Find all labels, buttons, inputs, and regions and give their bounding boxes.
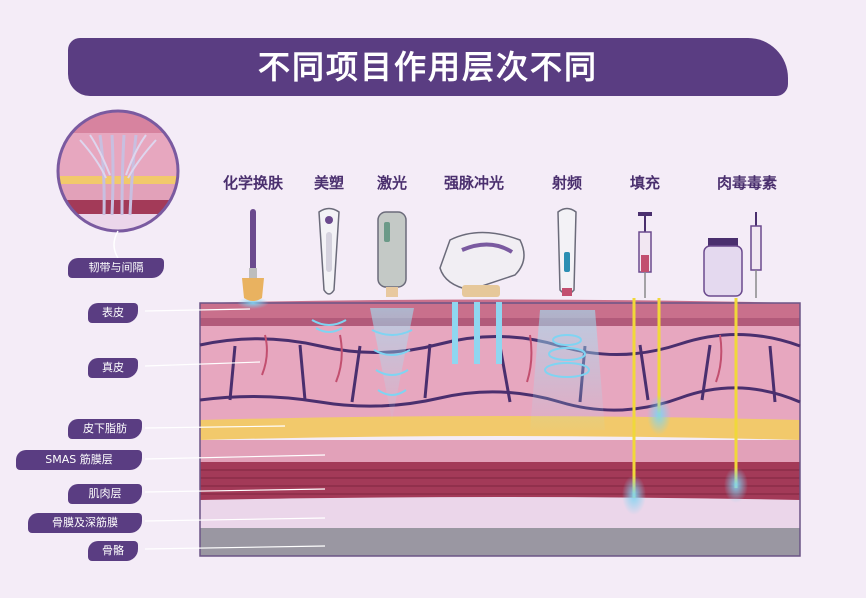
ligament-inset [56,109,180,259]
tool-label-filler: 填充 [629,174,661,192]
leader-lines [144,308,326,550]
rf-handpiece-icon [557,207,577,296]
syringe-icon [638,212,652,298]
tool-label-ipl: 强脉冲光 [443,174,505,192]
label-subcutaneous-fat: 皮下脂肪 [68,419,142,439]
vial-syringe-icon [703,212,762,298]
label-dermis: 真皮 [88,358,138,378]
tool-label-chemical-peel: 化学换肤 [222,174,284,192]
label-periosteum: 骨膜及深筋膜 [28,513,142,533]
laser-handpiece-icon [377,211,407,297]
label-muscle: 肌肉层 [68,484,142,504]
label-ligament: 韧带与间隔 [68,258,164,278]
tool-label-mesotherapy: 美塑 [313,174,345,192]
hair-follicles [261,334,723,383]
tool-label-laser: 激光 [376,174,408,192]
title-banner [68,38,788,96]
label-epidermis: 表皮 [88,303,138,323]
energy-effects [237,297,748,515]
tool-label-botox: 肉毒毒素 [716,174,778,192]
page-title: 不同项目作用层次不同 [257,48,598,86]
meso-pen-icon [318,207,340,295]
skin-block [199,299,801,557]
label-bone: 骨骼 [88,541,138,561]
ipl-handpiece-icon [439,231,525,297]
tool-label-rf: 射频 [551,174,583,192]
brush-icon [242,209,264,301]
label-smas: SMAS 筋膜层 [16,450,142,470]
